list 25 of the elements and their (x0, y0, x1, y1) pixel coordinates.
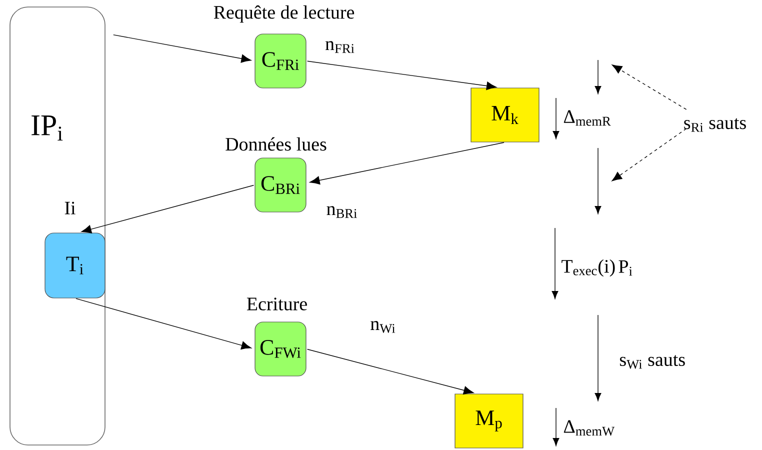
channel-box: C$_{FRi}$ (254, 34, 306, 88)
channel-box: C$_{BRi}$ (254, 158, 306, 212)
annotation-label: T$_{exec}$(i) (562, 259, 615, 277)
channel-box: C$_{FWi}$ (254, 322, 306, 376)
arrow (113, 34, 252, 63)
arrow (81, 184, 254, 234)
annotation-label: P$_{i}$ (618, 260, 632, 276)
memory-box: M$_{p}$ (454, 394, 524, 448)
box-heading: Données lues (226, 137, 326, 151)
annotation-label: Δ$_{memR}$ (564, 110, 611, 126)
arrow (612, 64, 687, 110)
edge-label: n$_{BRi}$ (326, 206, 357, 218)
arrow (306, 348, 474, 394)
edge-label: n$_{Wi}$ (370, 321, 396, 333)
annotation-label: Δ$_{memW}$ (564, 420, 615, 436)
edge-label: n$_{FRi}$ (325, 41, 354, 53)
annotation-text: s$_{Ri}$ sauts (684, 118, 746, 132)
arrow (76, 298, 252, 350)
arrow (306, 60, 497, 90)
annotation-label: s$_{Wi}$ sauts (620, 355, 685, 369)
task-box: T$_{i}$ (44, 232, 106, 298)
arrow (612, 128, 687, 182)
arrow (310, 142, 504, 184)
memory-box: M$_{k}$ (470, 88, 540, 142)
box-caption: Ii (64, 202, 76, 214)
